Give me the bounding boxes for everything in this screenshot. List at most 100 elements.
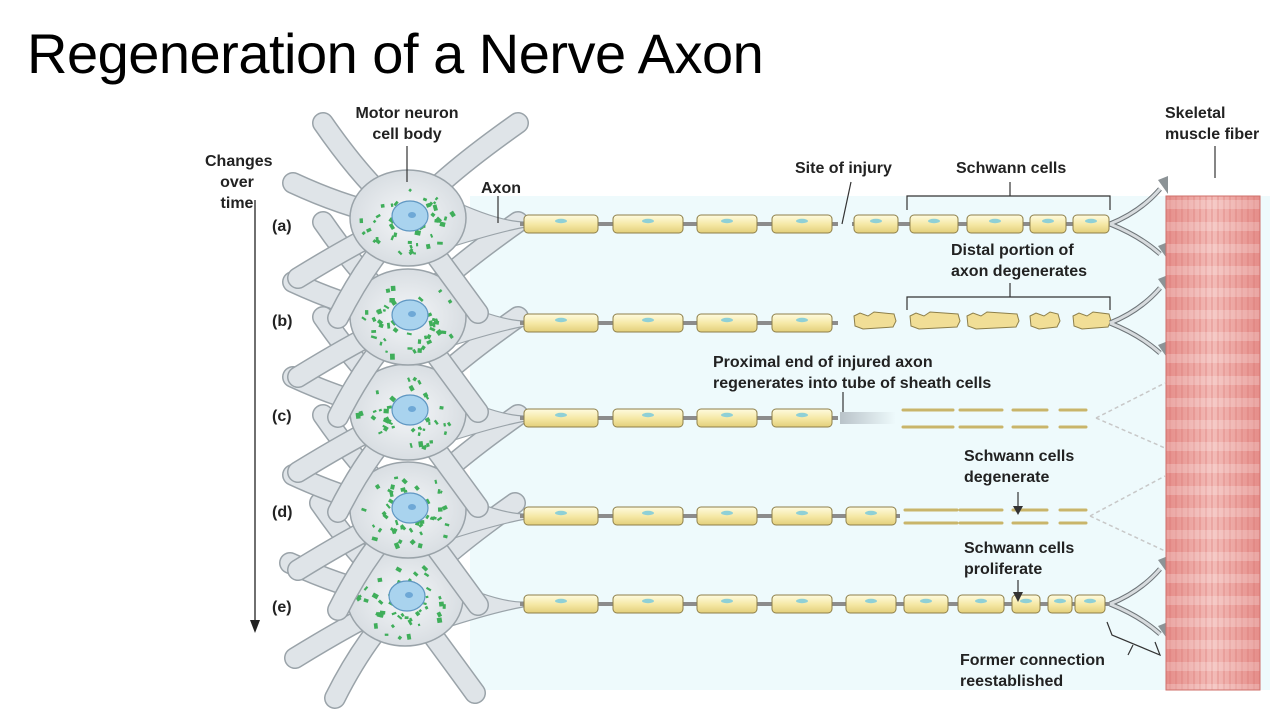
schwann-nucleus xyxy=(555,218,567,224)
granule xyxy=(406,633,412,640)
schwann-nucleus xyxy=(642,598,654,604)
stage-label-a: (a) xyxy=(272,218,292,235)
striation xyxy=(1166,266,1260,275)
granule xyxy=(390,285,396,292)
granule xyxy=(409,538,416,546)
granule xyxy=(371,592,379,600)
label-skeletal-muscle-fiber: Skeletal muscle fiber xyxy=(1165,105,1260,143)
granule xyxy=(359,218,364,224)
striation xyxy=(1166,640,1260,649)
granule xyxy=(372,239,377,244)
granule xyxy=(424,605,429,610)
neuron-stack xyxy=(279,112,529,709)
granule xyxy=(391,611,397,616)
pointer-arrowheads xyxy=(1013,506,1023,602)
granule xyxy=(372,409,377,414)
granule xyxy=(430,212,436,218)
nerve-terminal xyxy=(1109,568,1162,636)
granule xyxy=(371,536,379,542)
schwann-cell xyxy=(909,214,959,234)
label-changes-over-time: Changes over time xyxy=(205,153,273,212)
granule xyxy=(409,442,413,448)
granule xyxy=(386,322,391,329)
label-schwann-cells-degenerate: Schwann cells degenerate xyxy=(964,448,1075,486)
granule xyxy=(426,333,432,340)
label-proximal-end: Proximal end of injured axon regenerates… xyxy=(713,354,992,392)
granule xyxy=(419,531,424,536)
granule xyxy=(393,200,399,207)
granule xyxy=(390,484,395,490)
granule xyxy=(370,415,377,421)
granule xyxy=(439,405,444,410)
striation xyxy=(1166,332,1260,341)
schwann-nucleus xyxy=(555,598,567,604)
granule xyxy=(408,248,414,253)
granule xyxy=(437,507,443,512)
page-title: Regeneration of a Nerve Axon xyxy=(27,22,764,85)
granule xyxy=(437,489,441,494)
striation xyxy=(1166,376,1260,385)
granule xyxy=(383,408,389,414)
stage-label-c: (c) xyxy=(272,408,292,425)
granule xyxy=(421,445,427,451)
granule xyxy=(417,623,421,627)
nucleolus xyxy=(408,311,416,317)
granule xyxy=(429,440,434,444)
striation xyxy=(1166,310,1260,319)
striation xyxy=(1166,420,1260,429)
granule xyxy=(429,233,434,238)
striation xyxy=(1166,464,1260,473)
schwann-cell xyxy=(523,313,599,333)
granule xyxy=(374,238,381,245)
granule xyxy=(385,350,388,354)
striation xyxy=(1166,552,1260,561)
schwann-cell xyxy=(696,214,758,234)
granule xyxy=(389,353,395,360)
schwann-cell xyxy=(696,313,758,333)
degenerating-axon-fragment xyxy=(909,311,961,330)
nucleolus xyxy=(408,406,416,412)
row-c xyxy=(520,382,1166,449)
granule xyxy=(422,392,429,398)
granule xyxy=(404,616,409,620)
granule xyxy=(434,479,438,484)
granule xyxy=(443,431,448,436)
granule xyxy=(365,310,369,315)
schwann-nucleus xyxy=(870,218,882,224)
granule xyxy=(375,390,380,395)
granule xyxy=(401,478,408,485)
granule xyxy=(417,379,422,385)
granule xyxy=(417,432,421,437)
granule xyxy=(391,528,396,535)
granule xyxy=(408,527,414,533)
striation xyxy=(1166,486,1260,495)
label-schwann-cells-proliferate: Schwann cells proliferate xyxy=(964,540,1075,578)
striation xyxy=(1166,618,1260,627)
schwann-nucleus xyxy=(642,412,654,418)
schwann-nucleus xyxy=(555,510,567,516)
granule xyxy=(440,330,447,335)
granule xyxy=(377,577,383,583)
schwann-nucleus xyxy=(1085,218,1097,224)
granule xyxy=(374,483,381,490)
granule xyxy=(382,425,389,432)
degenerating-axon-fragment xyxy=(853,311,897,330)
granule xyxy=(376,308,383,315)
granule xyxy=(382,308,386,312)
granule xyxy=(365,227,372,233)
granule xyxy=(385,288,391,294)
granule xyxy=(430,516,437,520)
schwann-nucleus xyxy=(796,218,808,224)
schwann-nucleus xyxy=(1054,598,1066,604)
nucleolus xyxy=(408,504,416,510)
granule xyxy=(372,219,377,224)
granule xyxy=(361,316,367,321)
granule xyxy=(389,395,397,403)
schwann-nucleus xyxy=(920,598,932,604)
neuron-1 xyxy=(282,112,529,329)
granule xyxy=(397,614,403,620)
granule xyxy=(407,240,412,244)
granule xyxy=(414,485,420,491)
granule xyxy=(432,201,437,205)
granule xyxy=(397,635,403,641)
